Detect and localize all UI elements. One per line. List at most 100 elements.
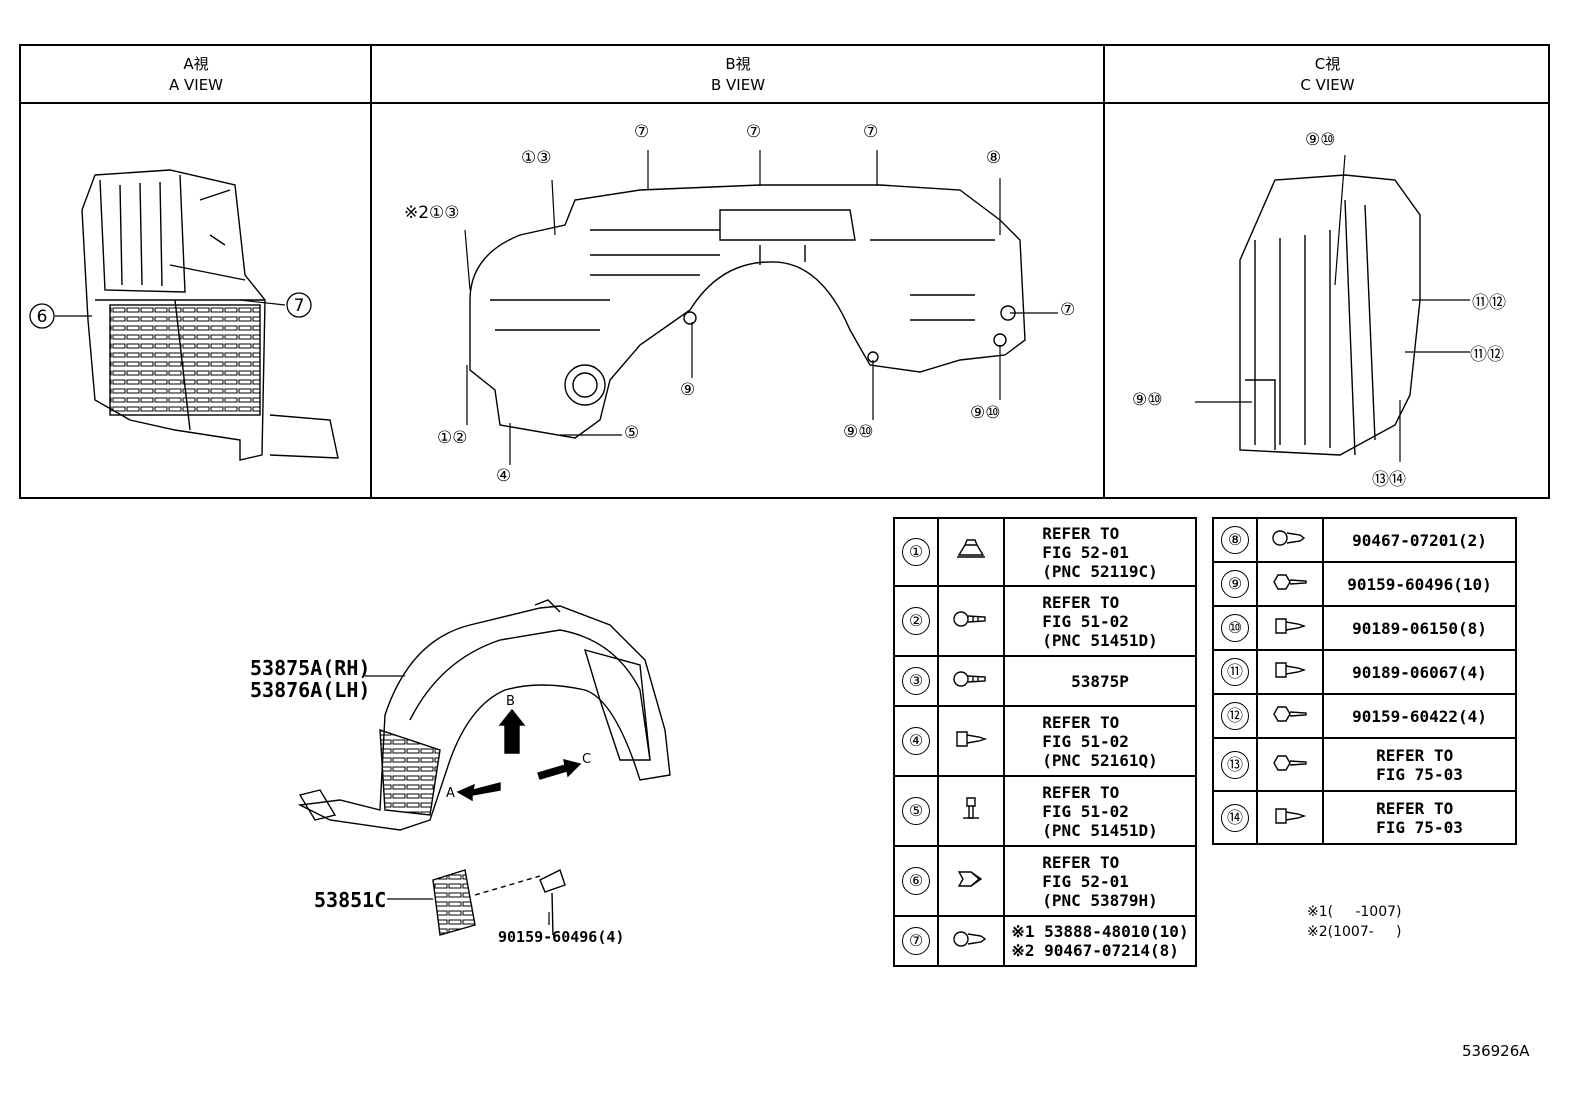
arrow-a-label: A [446, 786, 455, 801]
view-arrows [456, 708, 582, 802]
view-a-part-illustration [81, 169, 339, 461]
svg-text:6: 6 [37, 307, 48, 327]
callout-note2-1-3: ※2①③ [404, 203, 460, 223]
part-index: ⑧ [1212, 517, 1258, 563]
arrow-b-icon [498, 708, 526, 754]
part-reference: 90159-60422(4) [1322, 693, 1517, 739]
part-index: ⑬ [1212, 737, 1258, 792]
callout-7-d: ⑦ [1060, 300, 1076, 320]
part-index: ⑩ [1212, 605, 1258, 651]
part-reference: REFER TO FIG 51-02 (PNC 51451D) [1003, 585, 1197, 657]
hex-screw-icon [1256, 561, 1324, 607]
part-index: ⑪ [1212, 649, 1258, 695]
callout-7: 7 [286, 292, 312, 318]
hex-screw-icon [1256, 737, 1324, 792]
callout-11-12-a: ⑪⑫ [1472, 293, 1506, 313]
callout-6: 6 [29, 303, 55, 329]
callout-7-b: ⑦ [746, 122, 762, 142]
parts-row: ⑦ ※1 53888-48010(10) ※2 90467-07214(8) [893, 915, 1197, 967]
callout-7-c: ⑦ [863, 122, 879, 142]
clip-nut-icon [937, 517, 1005, 587]
part-number-lh: 53876A(LH) [250, 678, 371, 702]
callout-9-10-d: ⑨⑩ [1132, 390, 1163, 410]
callout-7-a: ⑦ [634, 122, 650, 142]
clip-icon [937, 845, 1005, 917]
parts-row: ⑧ 90467-07201(2) [1212, 517, 1517, 563]
parts-row: ⑤ REFER TO FIG 51-02 (PNC 51451D) [893, 775, 1197, 847]
part-index: ① [893, 517, 939, 587]
view-b-header: B視 B VIEW [372, 46, 1104, 104]
part-index: ⑭ [1212, 790, 1258, 845]
parts-row: ⑬ REFER TO FIG 75-03 [1212, 737, 1517, 792]
part-index: ⑦ [893, 915, 939, 967]
view-b-jp-label: B視 [725, 55, 751, 73]
svg-text:7: 7 [294, 296, 305, 316]
arrow-c-label: C [582, 752, 592, 767]
part-reference: REFER TO FIG 52-01 (PNC 53879H) [1003, 845, 1197, 917]
arrow-c-icon [537, 759, 582, 780]
part-reference: 90159-60496(10) [1322, 561, 1517, 607]
callout-9-10-b: ⑨⑩ [970, 403, 1001, 423]
part-reference: REFER TO FIG 75-03 [1322, 737, 1517, 792]
part-reference: ※1 53888-48010(10) ※2 90467-07214(8) [1003, 915, 1197, 967]
part-index: ⑫ [1212, 693, 1258, 739]
part-index: ⑤ [893, 775, 939, 847]
parts-row: ① REFER TO FIG 52-01 (PNC 52119C) [893, 517, 1197, 587]
view-a-en-label: A VIEW [168, 76, 224, 94]
push-clip-icon [1256, 790, 1324, 845]
part-index: ⑥ [893, 845, 939, 917]
push-clip-icon [937, 705, 1005, 777]
callout-8: ⑧ [986, 148, 1002, 168]
screw-icon [937, 655, 1005, 707]
note-1: ※1( -1007) [1307, 904, 1402, 920]
part-reference: 90467-07201(2) [1322, 517, 1517, 563]
callout-1-2: ①② [437, 428, 468, 448]
push-clip-icon [1256, 605, 1324, 651]
view-c-header: C視 C VIEW [1105, 46, 1550, 104]
callout-4: ④ [496, 466, 512, 486]
leader-lines [55, 150, 1470, 925]
part-index: ④ [893, 705, 939, 777]
view-b-en-label: B VIEW [710, 76, 766, 94]
part-number-screw: 90159-60496(4) [498, 928, 625, 946]
part-reference: REFER TO FIG 51-02 (PNC 52161Q) [1003, 705, 1197, 777]
callout-5: ⑤ [624, 423, 640, 443]
view-b-part-illustration [469, 184, 1026, 439]
part-reference: REFER TO FIG 52-01 (PNC 52119C) [1003, 517, 1197, 587]
note-2: ※2(1007- ) [1307, 924, 1402, 940]
push-clip-icon [1256, 649, 1324, 695]
illustration-code: 536926A [1462, 1042, 1530, 1060]
rivet-clip-icon [1256, 517, 1324, 563]
parts-row: ④ REFER TO FIG 51-02 (PNC 52161Q) [893, 705, 1197, 777]
hex-screw-icon [1256, 693, 1324, 739]
callout-9-10-c: ⑨⑩ [1305, 130, 1336, 150]
part-index: ⑨ [1212, 561, 1258, 607]
part-reference: 53875P [1003, 655, 1197, 707]
view-c-en-label: C VIEW [1300, 76, 1355, 94]
rivet-clip-icon [937, 915, 1005, 967]
parts-row: ⑫ 90159-60422(4) [1212, 693, 1517, 739]
parts-row: ⑥ REFER TO FIG 52-01 (PNC 53879H) [893, 845, 1197, 917]
view-divider [370, 46, 372, 497]
screw-icon [937, 585, 1005, 657]
callout-11-12-b: ⑪⑫ [1470, 345, 1504, 365]
part-reference: REFER TO FIG 51-02 (PNC 51451D) [1003, 775, 1197, 847]
seal-pad-illustration [432, 869, 566, 936]
callout-13-14: ⑬⑭ [1372, 470, 1406, 490]
part-number-rh: 53875A(RH) [250, 656, 371, 680]
views-frame: A視 A VIEW B視 B VIEW C視 C VIEW [19, 44, 1550, 499]
part-index: ③ [893, 655, 939, 707]
parts-row: ⑨ 90159-60496(10) [1212, 561, 1517, 607]
bolt-icon [937, 775, 1005, 847]
view-divider [1103, 46, 1105, 497]
callout-9-10-a: ⑨⑩ [843, 422, 874, 442]
part-reference: 90189-06150(8) [1322, 605, 1517, 651]
part-number-seal: 53851C [314, 888, 387, 912]
view-c-jp-label: C視 [1314, 55, 1341, 73]
parts-table-right: ⑧ 90467-07201(2) ⑨ 90159-60496(10) ⑩ 90189-06… [1212, 517, 1517, 845]
